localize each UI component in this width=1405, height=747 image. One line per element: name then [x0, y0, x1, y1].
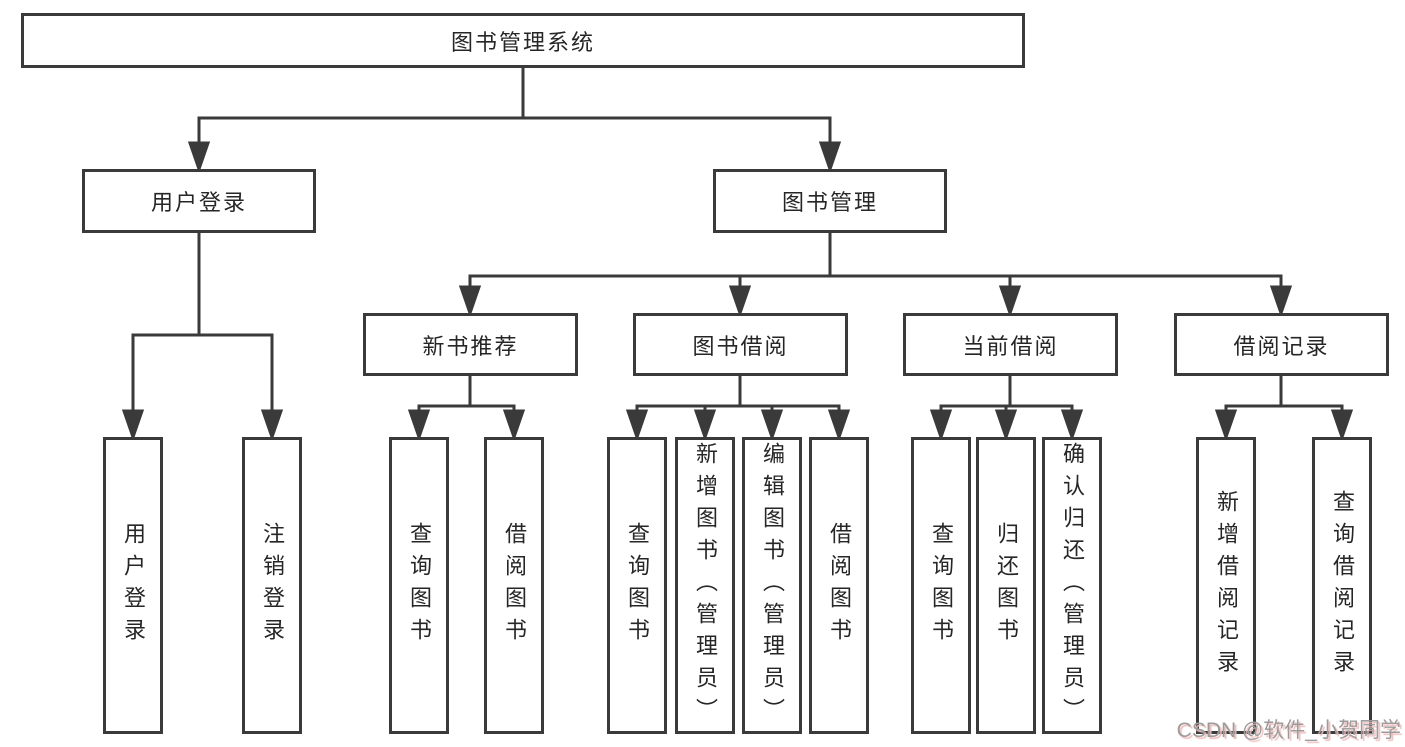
leaf-borrow-books-recommend: 借阅图书 [484, 437, 544, 734]
leaf-return-books: 归还图书 [976, 437, 1036, 734]
leaf-query-books-recommend: 查询图书 [389, 437, 449, 734]
node-book-borrowing: 图书借阅 [633, 313, 848, 376]
node-current-borrowing-label: 当前借阅 [962, 333, 1059, 359]
node-user-login-label: 用户登录 [150, 190, 247, 215]
leaf-edit-books-admin: 编辑图书（管理员） [742, 437, 802, 734]
leaf-borrow-books-borrowing-label: 借阅图书 [827, 521, 852, 650]
leaf-add-books-admin-label: 新增图书（管理员） [693, 441, 718, 730]
leaf-return-books-label: 归还图书 [994, 521, 1019, 650]
node-root: 图书管理系统 [21, 13, 1025, 68]
leaf-logout-label: 注销登录 [260, 521, 285, 650]
node-root-label: 图书管理系统 [450, 29, 595, 55]
node-book-management: 图书管理 [713, 169, 947, 233]
node-new-book-recommend-label: 新书推荐 [422, 333, 519, 359]
leaf-user-login-label: 用户登录 [121, 521, 146, 650]
node-borrowing-records-label: 借阅记录 [1233, 333, 1330, 359]
leaf-logout: 注销登录 [242, 437, 302, 734]
leaf-query-borrow-record-label: 查询借阅记录 [1330, 489, 1355, 682]
leaf-query-books-borrowing: 查询图书 [607, 437, 667, 734]
leaf-query-books-current: 查询图书 [911, 437, 971, 734]
leaf-edit-books-admin-label: 编辑图书（管理员） [760, 441, 785, 730]
leaf-query-borrow-record: 查询借阅记录 [1312, 437, 1372, 734]
leaf-user-login: 用户登录 [103, 437, 163, 734]
node-book-borrowing-label: 图书借阅 [692, 333, 789, 359]
leaf-query-books-recommend-label: 查询图书 [407, 521, 432, 650]
node-user-login: 用户登录 [82, 169, 316, 233]
leaf-add-borrow-record: 新增借阅记录 [1196, 437, 1256, 734]
leaf-add-borrow-record-label: 新增借阅记录 [1214, 489, 1239, 682]
node-current-borrowing: 当前借阅 [903, 313, 1118, 376]
leaf-borrow-books-borrowing: 借阅图书 [809, 437, 869, 734]
leaf-add-books-admin: 新增图书（管理员） [675, 437, 735, 734]
connector-group [121, 68, 1354, 442]
node-book-management-label: 图书管理 [781, 190, 878, 215]
node-borrowing-records: 借阅记录 [1174, 313, 1389, 376]
leaf-confirm-return-admin-label: 确认归还（管理员） [1060, 441, 1085, 730]
leaf-query-books-borrowing-label: 查询图书 [625, 521, 650, 650]
leaf-query-books-current-label: 查询图书 [929, 521, 954, 650]
node-new-book-recommend: 新书推荐 [363, 313, 578, 376]
csdn-watermark: CSDN @软件_小贺同学 [1176, 719, 1401, 742]
leaf-confirm-return-admin: 确认归还（管理员） [1042, 437, 1102, 734]
leaf-borrow-books-recommend-label: 借阅图书 [502, 521, 527, 650]
